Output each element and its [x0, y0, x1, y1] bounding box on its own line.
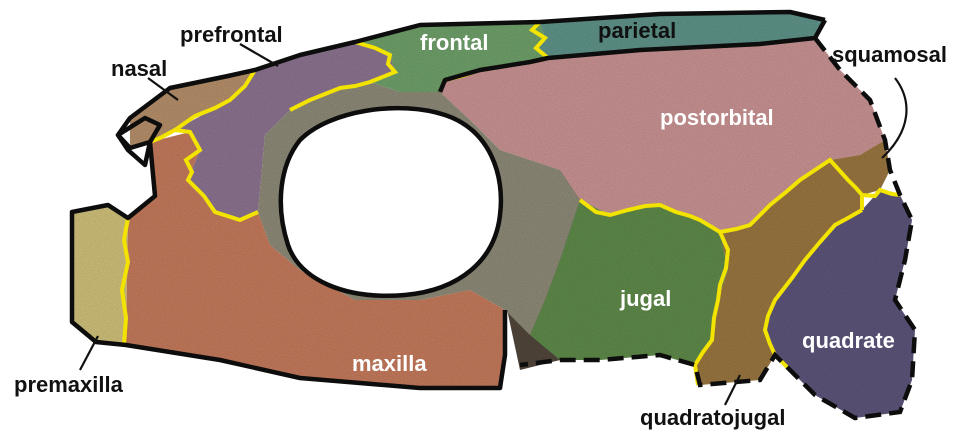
label-nasal: nasal: [111, 56, 167, 81]
label-postorbital: postorbital: [660, 105, 774, 130]
label-maxilla: maxilla: [352, 351, 427, 376]
label-quadratojugal: quadratojugal: [640, 405, 785, 430]
label-prefrontal: prefrontal: [180, 22, 283, 47]
label-jugal: jugal: [619, 286, 671, 311]
label-quadrate: quadrate: [802, 328, 895, 353]
label-premaxilla: premaxilla: [14, 372, 124, 397]
label-parietal: parietal: [598, 18, 676, 43]
orbit-opening: [281, 108, 501, 296]
label-frontal: frontal: [420, 30, 488, 55]
premaxilla-bone: [72, 205, 128, 345]
label-squamosal: squamosal: [832, 42, 947, 67]
